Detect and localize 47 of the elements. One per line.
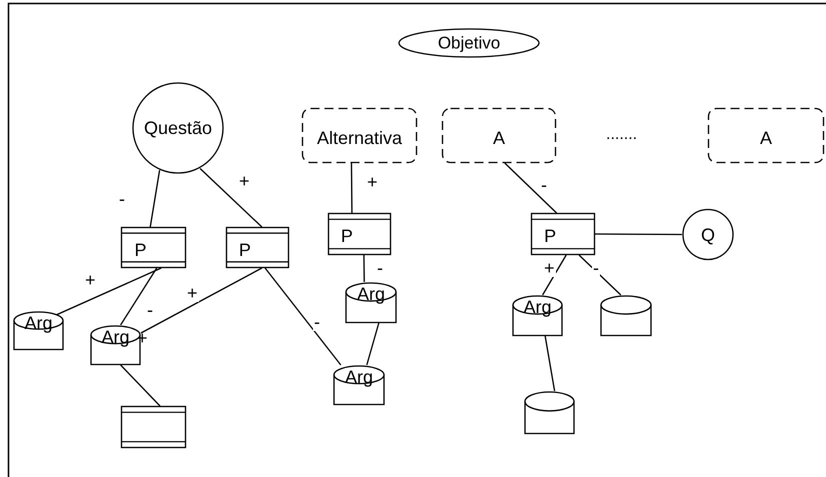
node-label: P [238,240,251,259]
connector-line [120,268,158,326]
connector-line [150,170,160,228]
node-label: Questão [144,119,212,137]
position-box [328,213,391,255]
argument-cylinder [524,391,575,434]
connector-line [200,168,262,228]
argument-cylinder [345,282,397,323]
connector-line [363,255,365,282]
position-box [121,406,186,448]
node-label: Arg [357,285,385,304]
node-label: Arg [102,328,130,346]
node-label: Q [701,226,715,244]
argument-cylinder [333,365,385,405]
alternative-box [442,108,556,163]
ellipsis-text: ....... [606,127,638,143]
node-label: Alternativa [316,129,402,148]
question-circle [132,82,224,174]
connector-line [120,364,160,406]
question-circle [682,207,734,262]
connector-line [595,233,682,236]
connector-line [140,267,262,334]
node-label: P [340,227,353,246]
node-label: Objetivo [438,34,500,52]
connector-line [56,267,162,316]
node-label: A [760,129,772,148]
connector-line [504,162,558,214]
connector-line [542,254,567,296]
argument-cylinder [13,311,64,350]
node-label: A [493,129,505,148]
connector-line [350,163,353,213]
node-label: P [544,227,556,246]
connector-line [544,336,556,392]
node-label: Arg [524,298,552,316]
position-box [121,227,186,268]
node-label: Arg [345,368,373,386]
alternative-box [302,108,417,163]
argument-cylinder [600,295,652,336]
goal-ellipse [398,28,540,58]
connector-line [366,322,380,366]
position-box [531,213,595,255]
connector-line [264,268,342,366]
connector-line [578,254,622,296]
alternative-box [708,108,824,163]
node-label: P [134,240,146,259]
argument-cylinder [512,295,563,336]
position-box [226,227,289,268]
